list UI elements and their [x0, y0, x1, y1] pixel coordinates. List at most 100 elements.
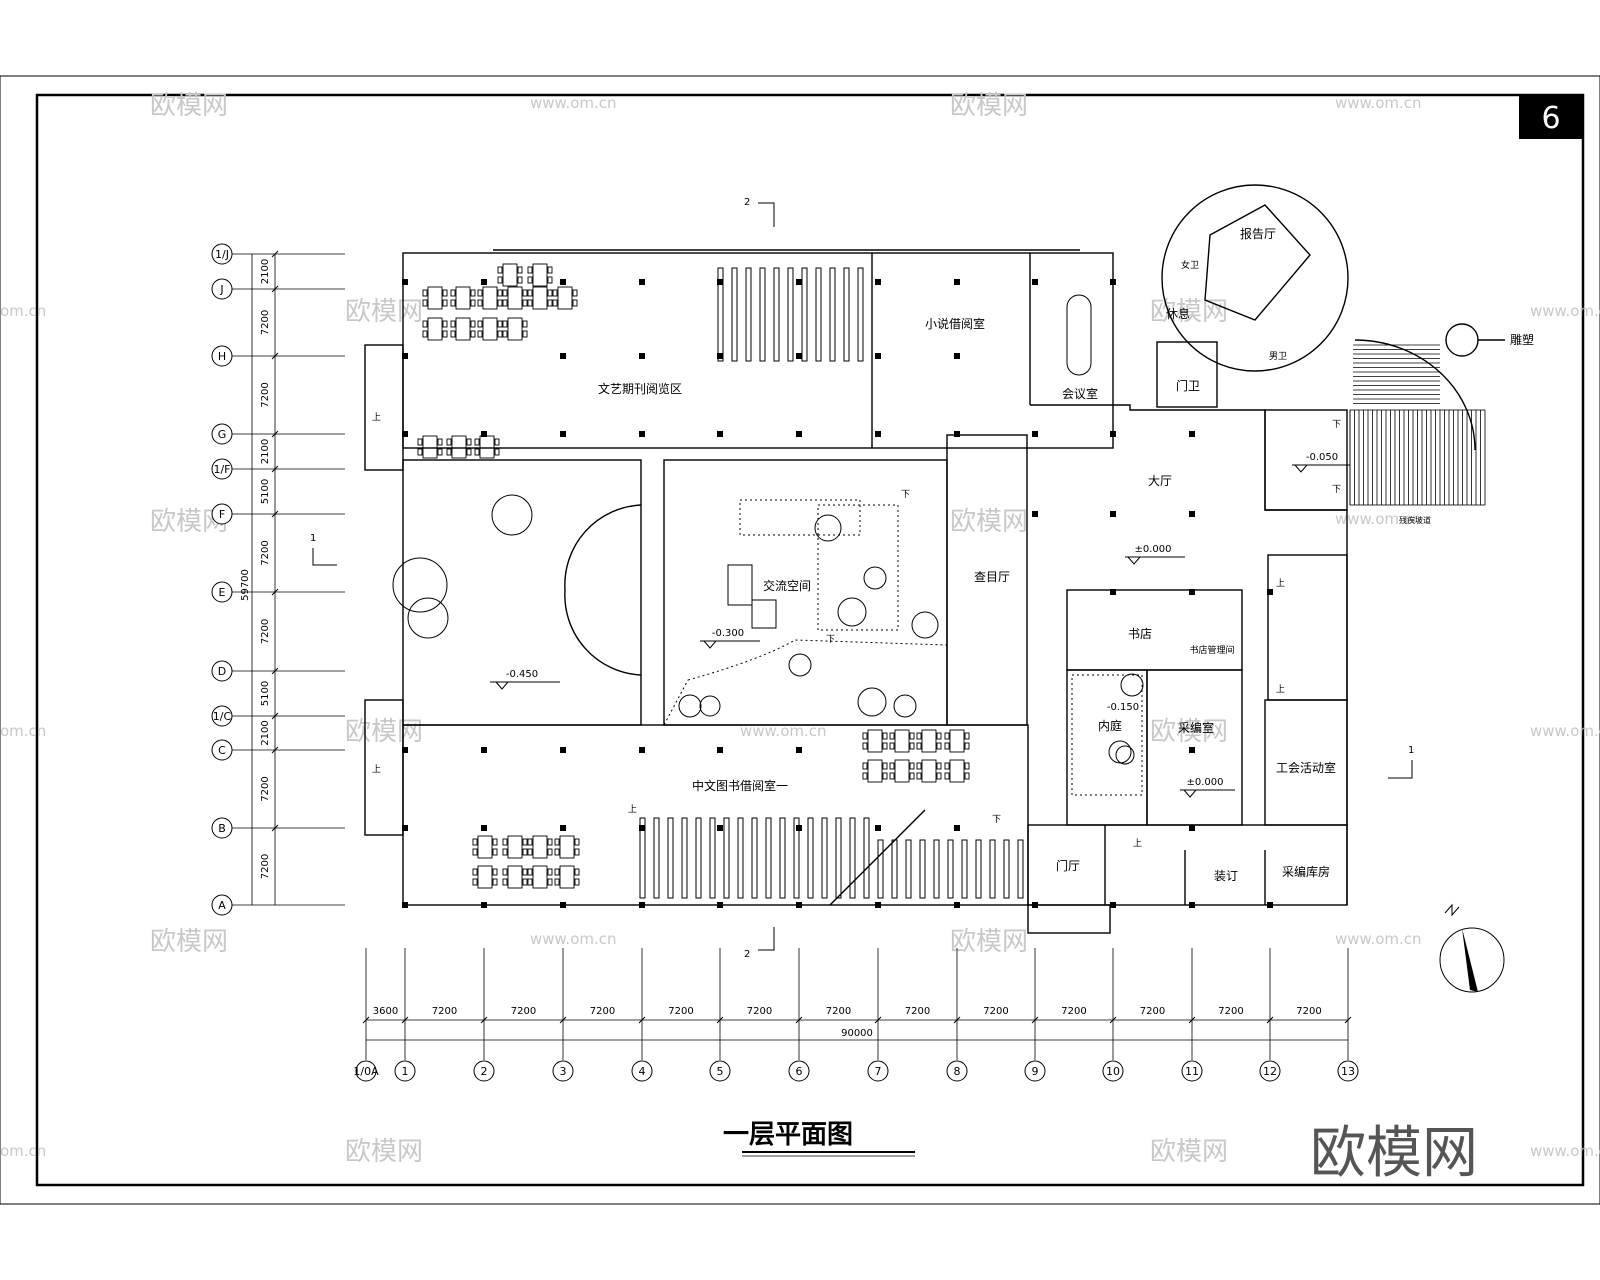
brick-planter	[751, 599, 777, 629]
structural-column	[717, 825, 723, 831]
chair	[422, 330, 428, 338]
structural-column	[1189, 589, 1195, 595]
chair	[502, 878, 508, 886]
structural-column	[481, 747, 487, 753]
dim-tick	[271, 712, 279, 720]
chair	[417, 448, 423, 456]
chair	[497, 266, 503, 274]
book-shelf	[1003, 839, 1010, 899]
reading-table	[427, 286, 443, 310]
book-shelf	[751, 817, 758, 899]
watermark-url: om.cn	[0, 302, 46, 320]
row-axis-label: 1/J	[215, 248, 229, 261]
auditorium-seating	[1204, 204, 1311, 321]
structural-column	[402, 747, 408, 753]
structural-column	[1110, 589, 1116, 595]
structural-column	[717, 747, 723, 753]
chair	[944, 762, 950, 770]
reading-table	[532, 865, 548, 889]
structural-column	[1189, 747, 1195, 753]
tree	[814, 514, 842, 542]
dim-tick	[271, 510, 279, 518]
dim-tick	[271, 824, 279, 832]
dim-value: 7200	[260, 310, 271, 335]
sculpture-label: 雕塑	[1510, 332, 1534, 347]
structural-column	[402, 431, 408, 437]
book-shelf	[947, 839, 954, 899]
chair	[964, 742, 970, 750]
tree	[893, 694, 917, 718]
column-axis-bubble	[473, 1060, 495, 1082]
dim-value: 7200	[590, 1006, 615, 1017]
stair-up-mark: 上	[1276, 684, 1285, 695]
structural-column	[717, 353, 723, 359]
book-shelf	[737, 817, 744, 899]
chair	[450, 289, 456, 297]
chair	[522, 320, 528, 328]
book-shelf	[1017, 839, 1024, 899]
column-axis-label: 6	[796, 1065, 803, 1078]
entry-porch	[1027, 904, 1111, 934]
chair	[417, 438, 423, 446]
chair	[554, 838, 560, 846]
chair	[574, 868, 580, 876]
stair-down-mark: 下	[1332, 485, 1341, 495]
chair	[936, 742, 942, 750]
room-periodical-label: 文艺期刊阅览区	[598, 381, 682, 396]
book-shelf	[667, 817, 674, 899]
tree	[491, 494, 533, 536]
room-storage-label: 采编库房	[1282, 864, 1330, 879]
service-strip-wall	[1027, 824, 1348, 906]
chair	[470, 299, 476, 307]
book-shelf	[801, 267, 808, 362]
room-foyer-label: 门厅	[1056, 858, 1080, 873]
reading-table	[867, 759, 883, 783]
north-arrow-circle	[1439, 927, 1505, 993]
row-axis-bubble	[211, 458, 233, 480]
column-axis-bubble	[631, 1060, 653, 1082]
reading-table	[479, 435, 495, 459]
chair	[492, 848, 498, 856]
watermark-url: www.om.cn	[1530, 1142, 1600, 1160]
structural-column	[954, 279, 960, 285]
structural-column	[481, 825, 487, 831]
dim-value: 7200	[260, 776, 271, 801]
stair-down-mark: 下	[901, 490, 910, 500]
watermark-brand: 欧模网	[150, 91, 228, 121]
structural-columns	[402, 279, 1273, 908]
column-axis-label: 1	[402, 1065, 409, 1078]
structural-column	[481, 279, 487, 285]
level-triangle	[1180, 789, 1235, 798]
column-axis-bubble	[1024, 1060, 1046, 1082]
dim-total: 59700	[240, 569, 251, 601]
chair	[502, 320, 508, 328]
structural-column	[639, 825, 645, 831]
chair	[497, 289, 503, 297]
chair	[522, 848, 528, 856]
chair	[442, 320, 448, 328]
dim-tick	[874, 1016, 882, 1024]
chair	[936, 772, 942, 780]
book-shelf	[765, 817, 772, 899]
sheet-inner-border	[35, 93, 1585, 1187]
chair	[497, 330, 503, 338]
column-axis-label: 11	[1185, 1065, 1199, 1078]
planting-bed	[817, 504, 899, 631]
column-axis-label: 13	[1341, 1065, 1355, 1078]
chair	[446, 448, 452, 456]
reading-table	[477, 835, 493, 859]
tree	[1120, 673, 1144, 697]
north-arrow	[1439, 903, 1505, 993]
watermark-logo: 欧模网	[1310, 1121, 1478, 1186]
tree	[857, 687, 887, 717]
row-axis-bubble	[211, 243, 233, 265]
chair	[964, 762, 970, 770]
level-triangle	[1292, 464, 1350, 473]
watermark-url: www.om.cn	[1335, 930, 1422, 948]
room-catalog-label: 查目厅	[974, 570, 1010, 584]
room-toilet-w-label: 女卫	[1181, 259, 1199, 271]
tree	[837, 597, 867, 627]
stair-up-mark: 上	[372, 412, 381, 423]
column-axis-bubble	[394, 1060, 416, 1082]
